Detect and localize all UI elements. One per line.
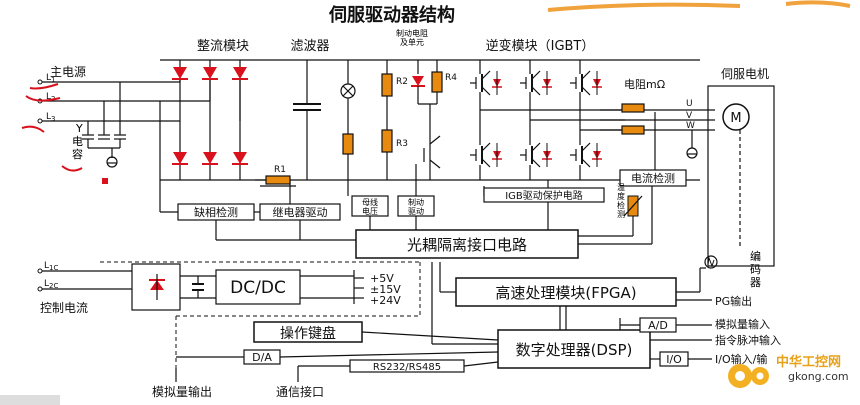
current-detect-label: 电流检测 [631, 171, 675, 185]
motor-label: 伺服电机 [721, 67, 769, 81]
dashed-boundary [100, 261, 421, 368]
encoder-label: 编码器 [750, 249, 761, 289]
y-capacitors [82, 82, 126, 168]
fpga-links [431, 262, 712, 345]
pen-dot [102, 178, 108, 184]
output-links [175, 351, 499, 382]
ad-label: A/D [648, 319, 668, 332]
dsp-box [497, 329, 651, 369]
brake-drive-box [397, 195, 435, 217]
r4-label: R4 [445, 73, 457, 83]
motor-circle [722, 103, 750, 131]
output-lines [600, 103, 715, 172]
keypad-label: 操作键盘 [280, 325, 336, 342]
da-label: D/A [252, 351, 272, 364]
u-label: U [686, 99, 693, 109]
indicator-lamp [340, 60, 356, 180]
l2-label: L2 [46, 92, 55, 103]
bus-voltage-box [351, 195, 389, 217]
temp-label: 温度检测 [617, 183, 625, 219]
igbt-protect-box [483, 187, 605, 203]
pulse-in-label: 指令脉冲输入 [715, 333, 781, 347]
pg-out-label: PG输出 [715, 294, 752, 308]
terminals [37, 79, 43, 292]
annotation-stroke [547, 2, 741, 12]
io-label: I/O [666, 353, 682, 366]
v15-label: ±15V [370, 283, 401, 296]
dcdc-label: DC/DC [230, 278, 286, 298]
bus-voltage-label: 母线电压 [362, 197, 378, 216]
control-lines [159, 101, 653, 245]
filter-capacitor [293, 60, 321, 180]
motor-m: M [730, 111, 741, 126]
optocoupler-label: 光耦隔离接口电路 [407, 236, 527, 254]
r3-label: R3 [396, 139, 408, 149]
annotation-stroke [785, 0, 851, 8]
analog-in-label: 模拟量输入 [715, 317, 770, 331]
ctrl-power-label: 控制电流 [40, 301, 88, 315]
inverter-label: 逆变模块（IGBT） [486, 38, 595, 54]
v-label: V [686, 111, 693, 121]
w-label: W [686, 121, 695, 131]
watermark-text: 中华工控网 [776, 354, 841, 370]
control-power-lines [42, 263, 364, 311]
relay-drive-box [259, 203, 341, 221]
l1-label: L1 [46, 73, 55, 84]
optocoupler-box [355, 229, 579, 259]
phase-loss-label: 缺相检测 [194, 205, 238, 219]
resistor-label: 电阻mΩ [624, 78, 665, 91]
rs-label: RS232/RS485 [373, 362, 441, 373]
brake-igbt [429, 135, 441, 169]
motor-ground [686, 130, 698, 159]
dsp-label: 数字处理器(DSP) [516, 341, 633, 359]
encoder [704, 130, 741, 269]
v24-label: +24V [370, 294, 401, 307]
fpga-label: 高速处理模块(FPGA) [495, 284, 636, 302]
brake-label: 制动电阻及单元 [396, 28, 428, 47]
filter-label: 滤波器 [290, 39, 329, 54]
rectifier-bridge [171, 60, 249, 180]
l2c-label: L2C [44, 279, 58, 290]
watermark-url: gkong.com [788, 370, 849, 383]
phase-loss-box [177, 203, 255, 221]
player-strip [0, 395, 60, 405]
relay [255, 175, 296, 187]
main-power-label: 主电源 [50, 65, 86, 79]
keypad-link [361, 331, 499, 341]
io-links [619, 318, 712, 360]
rectifier-label: 整流模块 [197, 39, 249, 54]
brake-unit [381, 60, 443, 180]
l1c-label: L1C [44, 261, 58, 272]
r2-label: R2 [396, 77, 408, 87]
motor-box [707, 85, 775, 267]
gkong-logo [728, 364, 769, 388]
pen-annotations [21, 83, 83, 172]
brake-drive-label: 制动驱动 [408, 197, 424, 216]
comm-label: 通信接口 [276, 384, 324, 399]
relay-drive-label: 继电器驱动 [273, 206, 328, 219]
r1-label: R1 [274, 165, 286, 175]
current-detect-box [619, 169, 687, 187]
igbt-protect-label: IGB驱动保护电路 [505, 189, 583, 202]
diagram-title: 伺服驱动器结构 [328, 4, 455, 26]
analog-out-label: 模拟量输出 [152, 384, 212, 399]
l3-label: L3 [46, 112, 55, 123]
v5-label: +5V [370, 272, 394, 285]
io-in-label: I/O输入/输 [715, 352, 767, 366]
